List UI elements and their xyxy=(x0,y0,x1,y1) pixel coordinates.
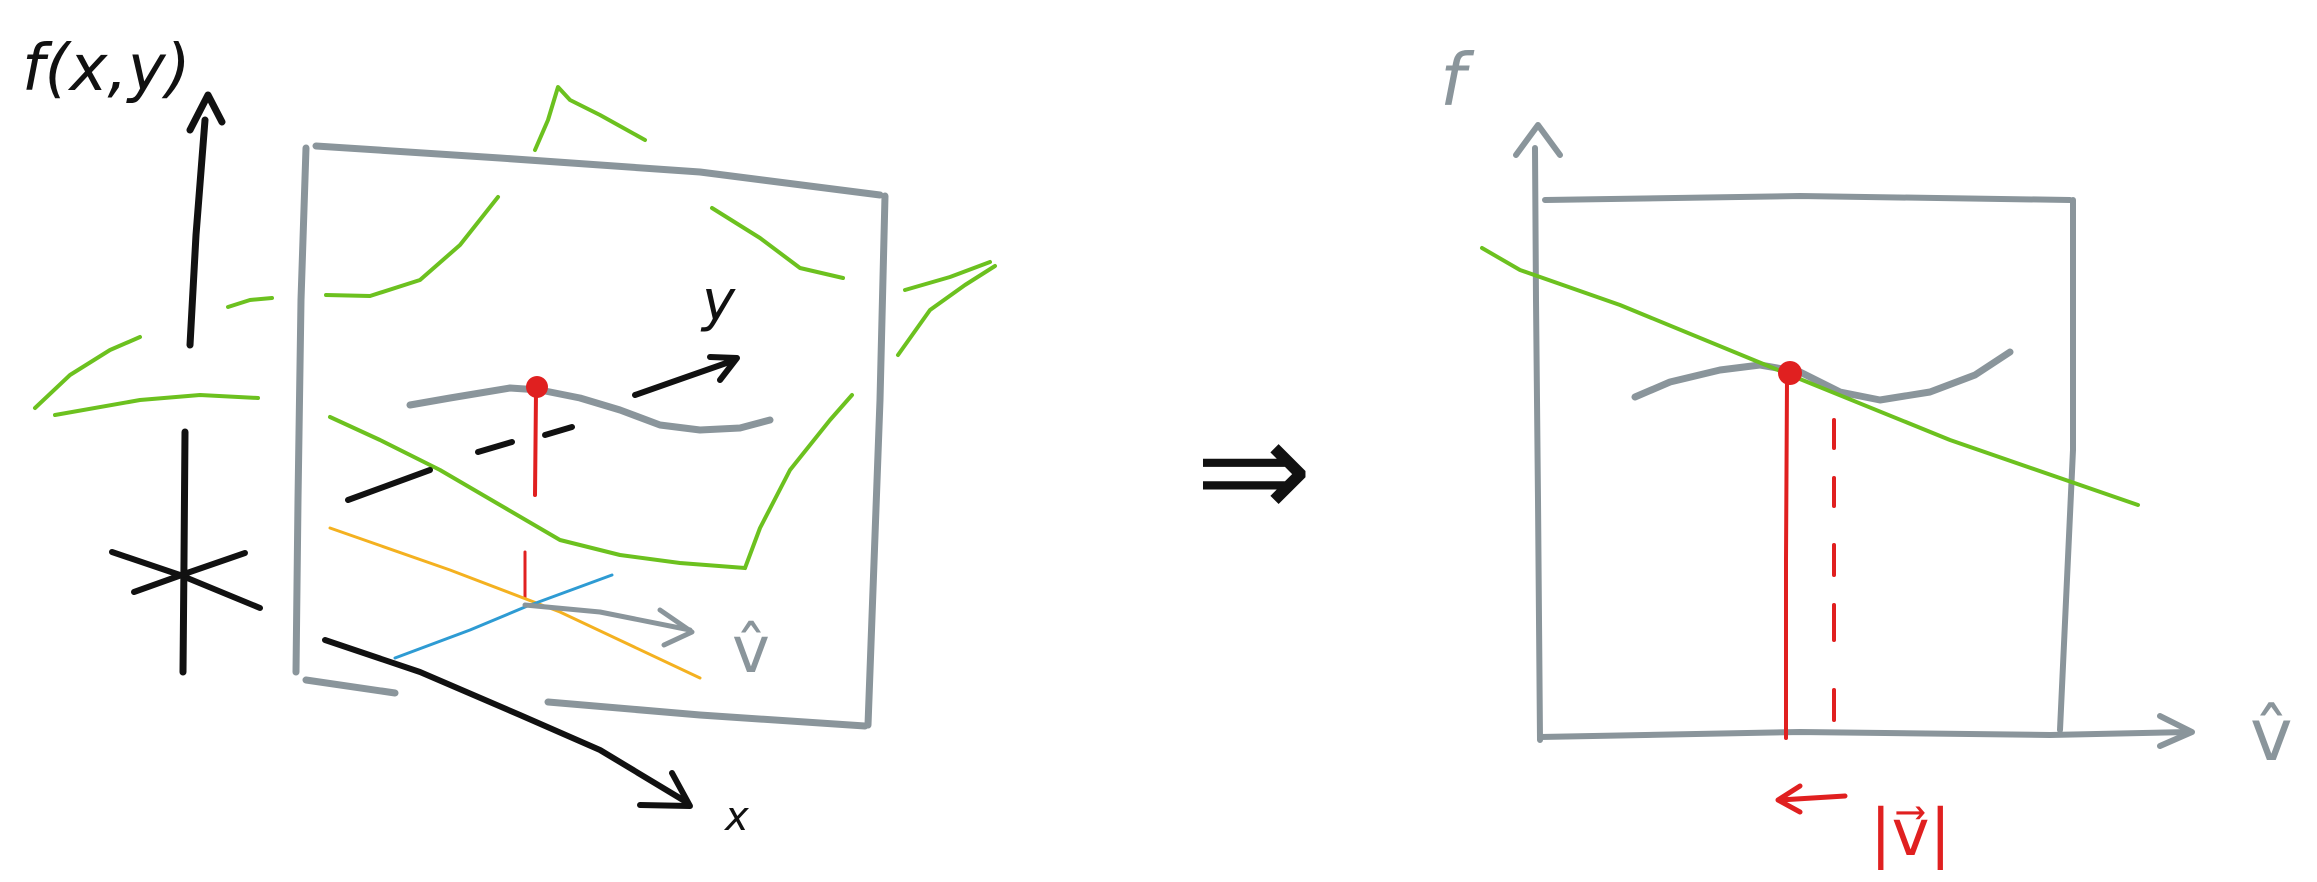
y-axis xyxy=(345,354,740,503)
slice-frame xyxy=(1542,193,2076,733)
offset-arrow xyxy=(1775,783,1848,815)
v-axis xyxy=(1537,713,2195,749)
z-axis xyxy=(179,91,226,676)
plane-frame xyxy=(292,142,889,730)
origin-cross xyxy=(109,549,263,611)
f-axis-arrowhead xyxy=(1513,122,1563,158)
blue-direction-line xyxy=(393,573,614,660)
tangent-point xyxy=(526,376,548,398)
slice-tangent-point xyxy=(1778,361,1802,385)
left-3d-sketch: y v̂ x f(x,y) xyxy=(22,32,997,840)
implies-arrow: ⇒ xyxy=(1195,389,1312,552)
v-axis-label: v̂ xyxy=(2250,693,2293,777)
direction-vector xyxy=(522,602,695,648)
surface-slice-curve xyxy=(406,384,774,434)
orange-gradient-line xyxy=(328,526,702,680)
direction-arrowhead xyxy=(657,607,695,648)
f-axis-label: f xyxy=(1440,38,1475,122)
x-axis-arrowhead xyxy=(637,770,693,809)
red-drop-line xyxy=(1784,378,1789,740)
z-axis-label: f(x,y) xyxy=(22,32,191,106)
offset-label: |v⃗| xyxy=(1870,797,1951,871)
z-axis-arrowhead xyxy=(186,91,226,134)
offset-arrowhead xyxy=(1775,783,1803,815)
function-slice-curve xyxy=(1631,348,2014,404)
tangent-line xyxy=(1480,246,2140,507)
y-axis-label: y xyxy=(700,269,736,334)
direction-label: v̂ xyxy=(732,614,770,688)
surface-peak-curve xyxy=(533,85,647,152)
y-axis-arrowhead xyxy=(707,354,740,383)
x-axis xyxy=(322,637,693,809)
f-axis xyxy=(1513,122,1563,743)
v-axis-arrowhead xyxy=(2157,713,2195,749)
right-2d-slice: f v̂ |v⃗| xyxy=(1440,38,2293,871)
x-axis-label: x xyxy=(723,794,749,840)
tangent-point-marker xyxy=(523,376,548,600)
surface-contours xyxy=(33,85,997,570)
